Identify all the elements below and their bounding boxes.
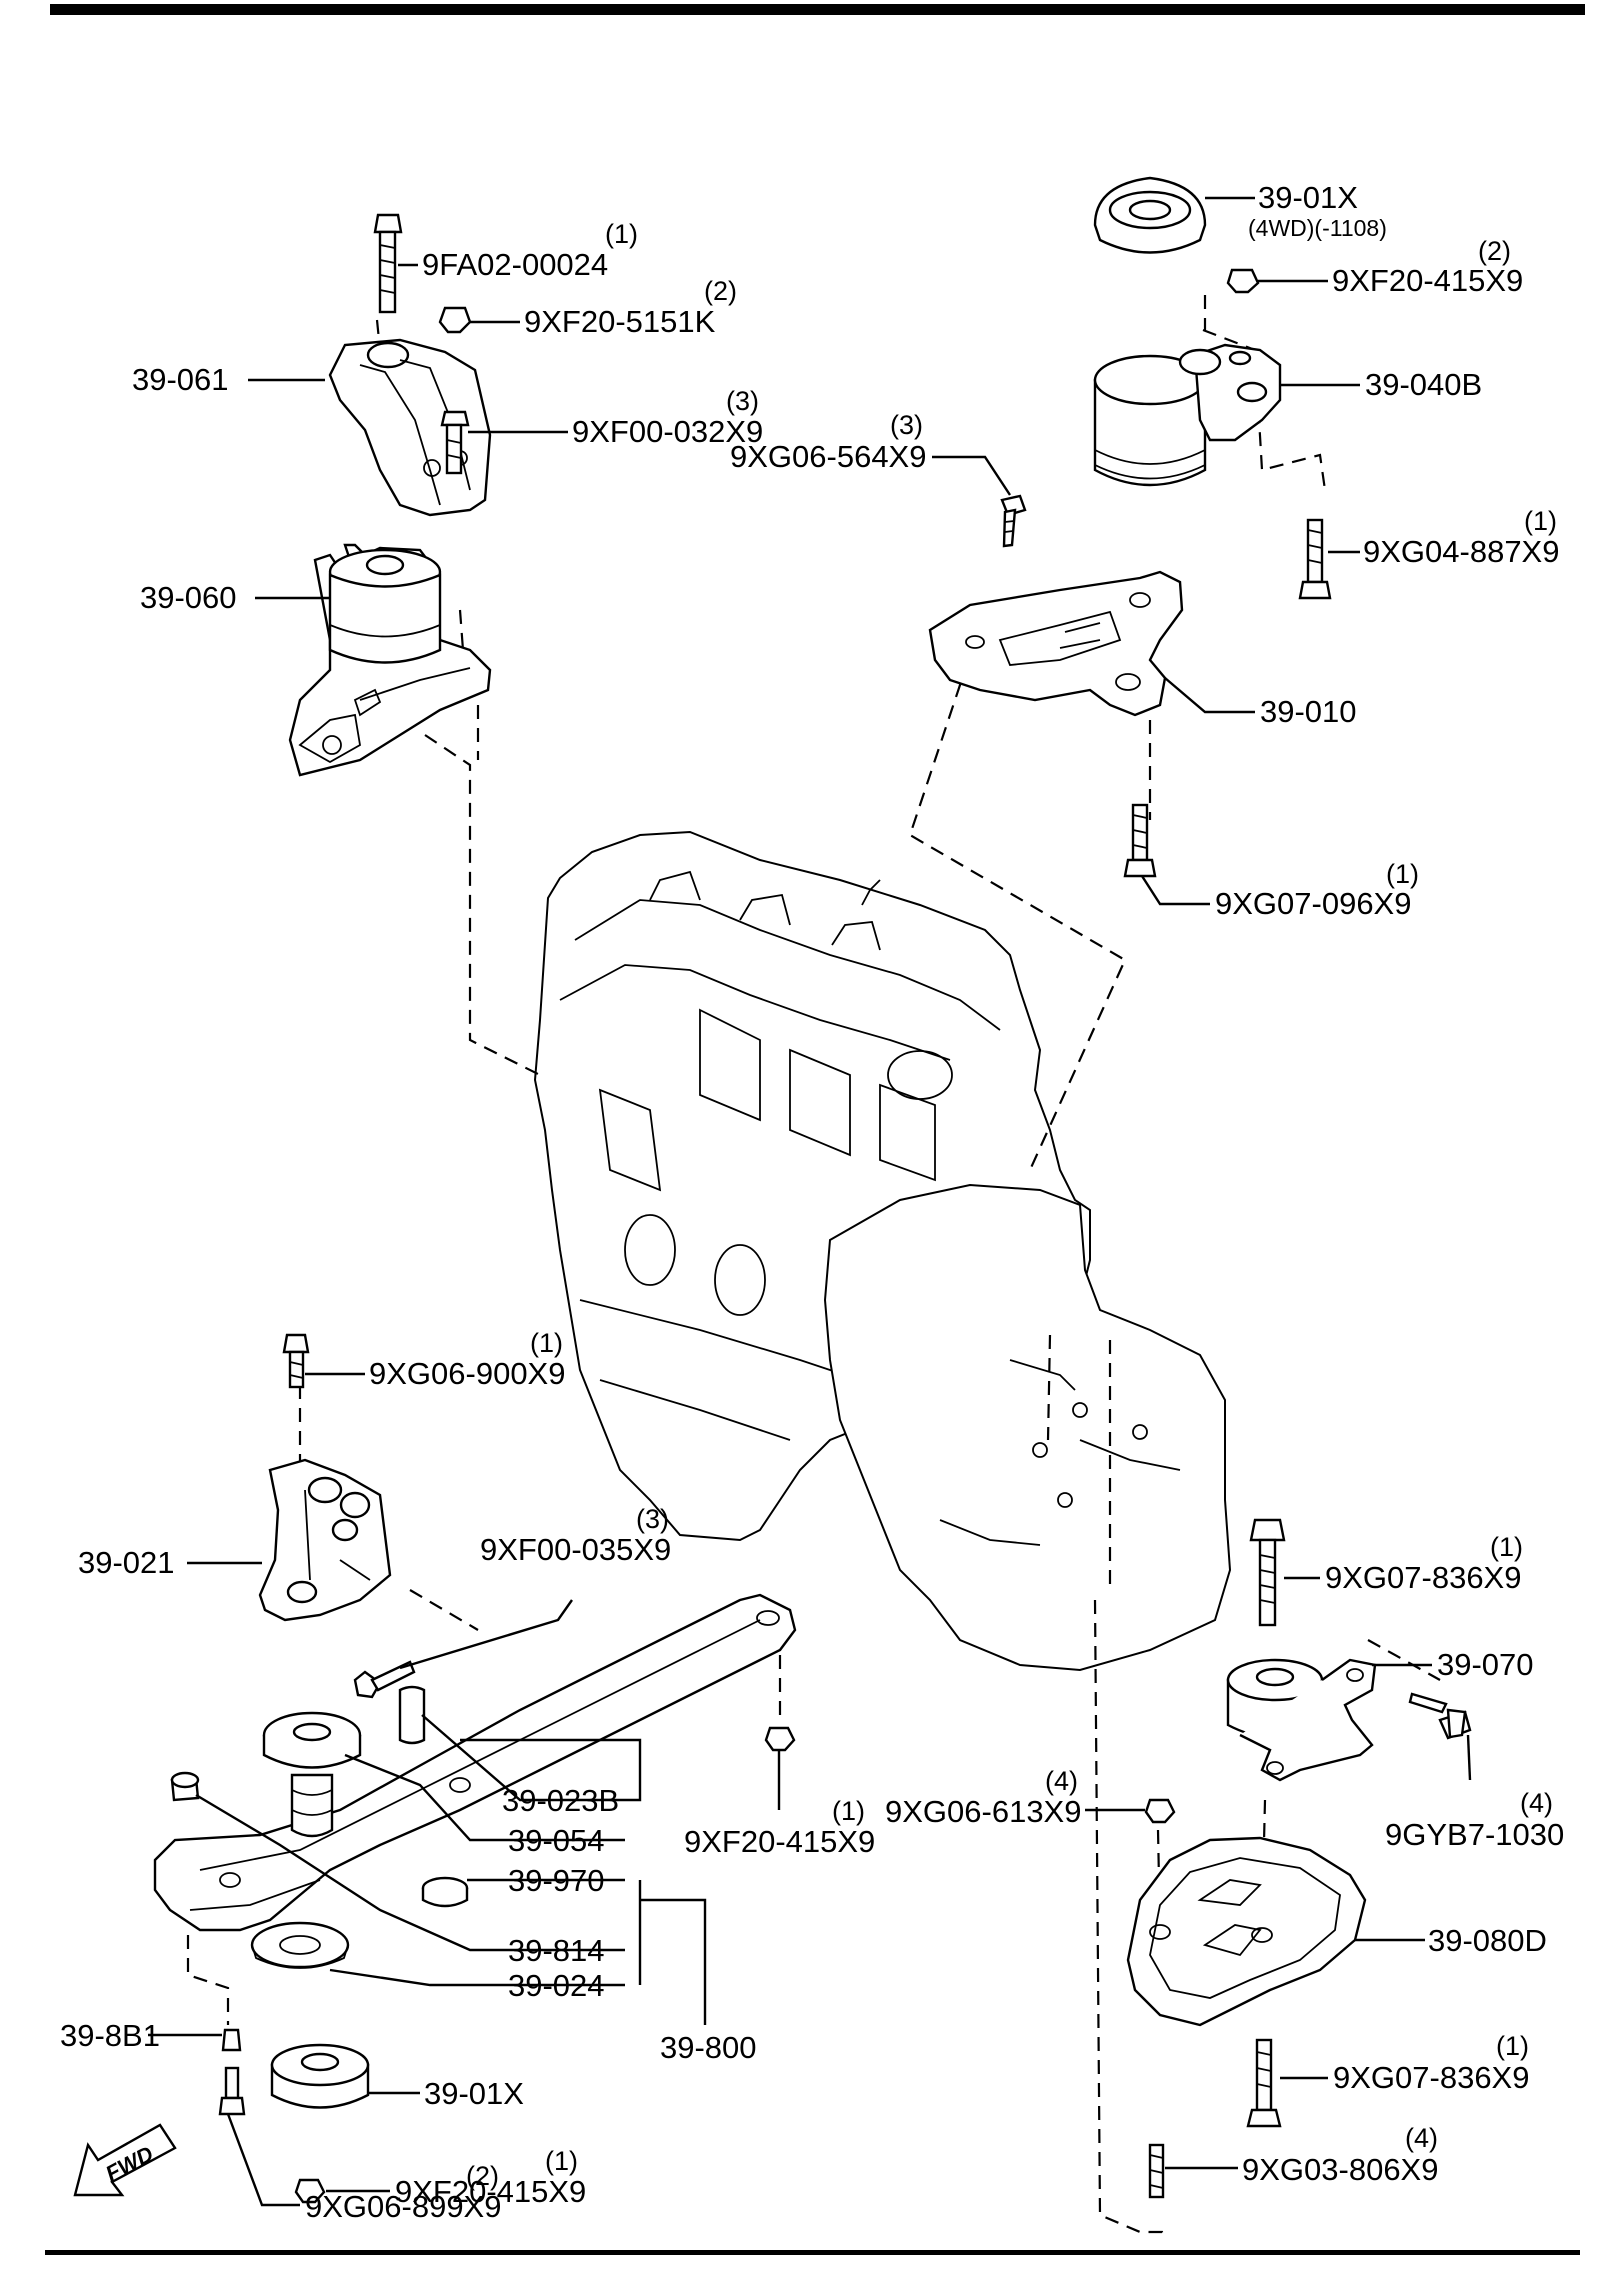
label-39-021: 39-021: [78, 1545, 175, 1580]
label-39-070: 39-070: [1437, 1647, 1534, 1682]
label-39-054: 39-054: [508, 1823, 605, 1858]
label-9xf20-415x9-b: 9XF20-415X9: [684, 1824, 875, 1859]
qty-9xg07-096x9: (1): [1386, 859, 1419, 889]
bracket-39-010: [928, 570, 1184, 717]
label-39-023b: 39-023B: [502, 1783, 619, 1818]
qty-9fa02-00024: (1): [605, 219, 638, 249]
bolt-9xg06-900x9: [282, 1333, 310, 1389]
cushion-39-054: [262, 1711, 362, 1838]
label-39-024: 39-024: [508, 1968, 605, 2003]
label-9xf00-035x9: 9XF00-035X9: [480, 1532, 671, 1567]
label-39-8b1: 39-8B1: [60, 2018, 160, 2053]
label-9xg06-900x9: 9XG06-900X9: [369, 1356, 565, 1391]
label-39-01x-top: 39-01X: [1258, 180, 1358, 215]
label-39-040b: 39-040B: [1365, 367, 1482, 402]
qty-9xg07-836x9-b: (1): [1496, 2031, 1529, 2061]
nut-9xg06-613x9: [1144, 1798, 1176, 1824]
nut-9xf20-5151k: [438, 306, 472, 334]
label-39-061: 39-061: [132, 362, 229, 397]
bolt-9gyb7-1030: [1408, 1692, 1472, 1740]
bracket-39-061: [328, 338, 492, 517]
label-9xg07-836x9-b: 9XG07-836X9: [1333, 2060, 1529, 2095]
bolt-9fa02-00024: [373, 213, 403, 314]
nut-9xf20-415x9-a: [1226, 268, 1260, 294]
qty-9xg06-564x9: (3): [890, 410, 923, 440]
label-9xg03-806x9: 9XG03-806X9: [1242, 2152, 1438, 2187]
qty-9xf20-415x9-c: (1): [545, 2146, 578, 2176]
label-9fa02-00024: 9FA02-00024: [422, 247, 608, 282]
qty-9xf00-032x9: (3): [726, 386, 759, 416]
mount-lower-right: [1126, 1518, 1472, 2199]
label-9xg07-096x9: 9XG07-096X9: [1215, 886, 1411, 921]
mount-39-060: [288, 543, 492, 777]
label-39-970: 39-970: [508, 1863, 605, 1898]
fwd-arrow: FWD: [73, 2123, 177, 2197]
label-39-814: 39-814: [508, 1933, 605, 1968]
cushion-39-01x-bottom: [270, 2043, 370, 2109]
mount-upper-right: [928, 176, 1332, 878]
mount-39-040b: [1093, 343, 1282, 487]
cushion-39-01x-top: [1093, 176, 1207, 254]
pin-39-023b: [398, 1685, 426, 1745]
qty-9xf20-415x9-b: (1): [832, 1796, 865, 1826]
label-9xg07-836x9-a: 9XG07-836X9: [1325, 1560, 1521, 1595]
label-9xf20-5151k: 9XF20-5151K: [524, 304, 716, 339]
label-9xg04-887x9: 9XG04-887X9: [1363, 534, 1559, 569]
qty-9xg06-900x9: (1): [530, 1328, 563, 1358]
qty-9xg07-836x9-a: (1): [1490, 1532, 1523, 1562]
nut-9xf20-415x9-c: [294, 2178, 326, 2204]
bolt-9xg07-836x9-b: [1246, 2038, 1282, 2128]
bolt-9xg04-887x9: [1298, 518, 1332, 600]
label-9xf00-032x9: 9XF00-032X9: [572, 414, 763, 449]
qty-9xf20-415x9-a: (2): [1478, 236, 1511, 266]
bolt-9xf00-035x9: [353, 1660, 416, 1699]
label-9xg06-613x9: 9XG06-613X9: [885, 1794, 1081, 1829]
mount-39-070: [1226, 1658, 1377, 1782]
label-39-010: 39-010: [1260, 694, 1357, 729]
qty-9gyb7-1030: (4): [1520, 1788, 1553, 1818]
bolt-9xg07-096x9: [1123, 803, 1157, 878]
bracket-39-021: [258, 1458, 392, 1622]
qty-9xg04-887x9: (1): [1524, 506, 1557, 536]
label-39-800: 39-800: [660, 2030, 757, 2065]
bushing-39-8b1: [221, 2028, 242, 2052]
engine-assembly: [533, 830, 1232, 1672]
leader-lines: [148, 196, 1472, 2207]
nut-9xf20-415x9-b: [764, 1726, 796, 1752]
bottom-rule: [45, 2250, 1580, 2255]
label-39-080d: 39-080D: [1428, 1923, 1547, 1958]
qty-9xg06-899x9: (2): [466, 2161, 499, 2191]
washer-39-024: [250, 1921, 350, 1969]
bolt-9xg06-899x9: [218, 2066, 246, 2116]
label-9xf20-415x9-a: 9XF20-415X9: [1332, 263, 1523, 298]
label-39-01x-bottom: 39-01X: [424, 2076, 524, 2111]
bolt-9xg07-836x9-a: [1249, 1518, 1286, 1627]
mount-upper-left: [288, 213, 492, 777]
qty-9xf00-035x9: (3): [636, 1504, 669, 1534]
top-rule: [50, 4, 1585, 15]
label-9gyb7-1030: 9GYB7-1030: [1385, 1817, 1564, 1852]
bolt-9xg06-564x9: [1000, 494, 1027, 548]
label-39-060: 39-060: [140, 580, 237, 615]
stopper-39-814: [170, 1771, 200, 1802]
label-9xg06-564x9: 9XG06-564X9: [730, 439, 926, 474]
stud-9xg03-806x9: [1148, 2143, 1165, 2199]
label-9xf20-415x9-c: 9XF20-415X9: [395, 2174, 586, 2209]
cushion-39-970: [421, 1876, 469, 1908]
qty-9xg06-613x9: (4): [1045, 1766, 1078, 1796]
qty-9xg03-806x9: (4): [1405, 2123, 1438, 2153]
qty-9xf20-5151k: (2): [704, 276, 737, 306]
label-9xg06-899x9: 9XG06-899X9: [305, 2189, 501, 2224]
bolt-9xf00-032x9: [440, 410, 470, 475]
crossmember-39-080d: [1126, 1836, 1367, 2027]
label-39-01x-top-note: (4WD)(-1108): [1248, 215, 1387, 241]
part-labels: 39-01X (4WD)(-1108) (2) 9XF20-415X9 39-0…: [60, 180, 1564, 2224]
